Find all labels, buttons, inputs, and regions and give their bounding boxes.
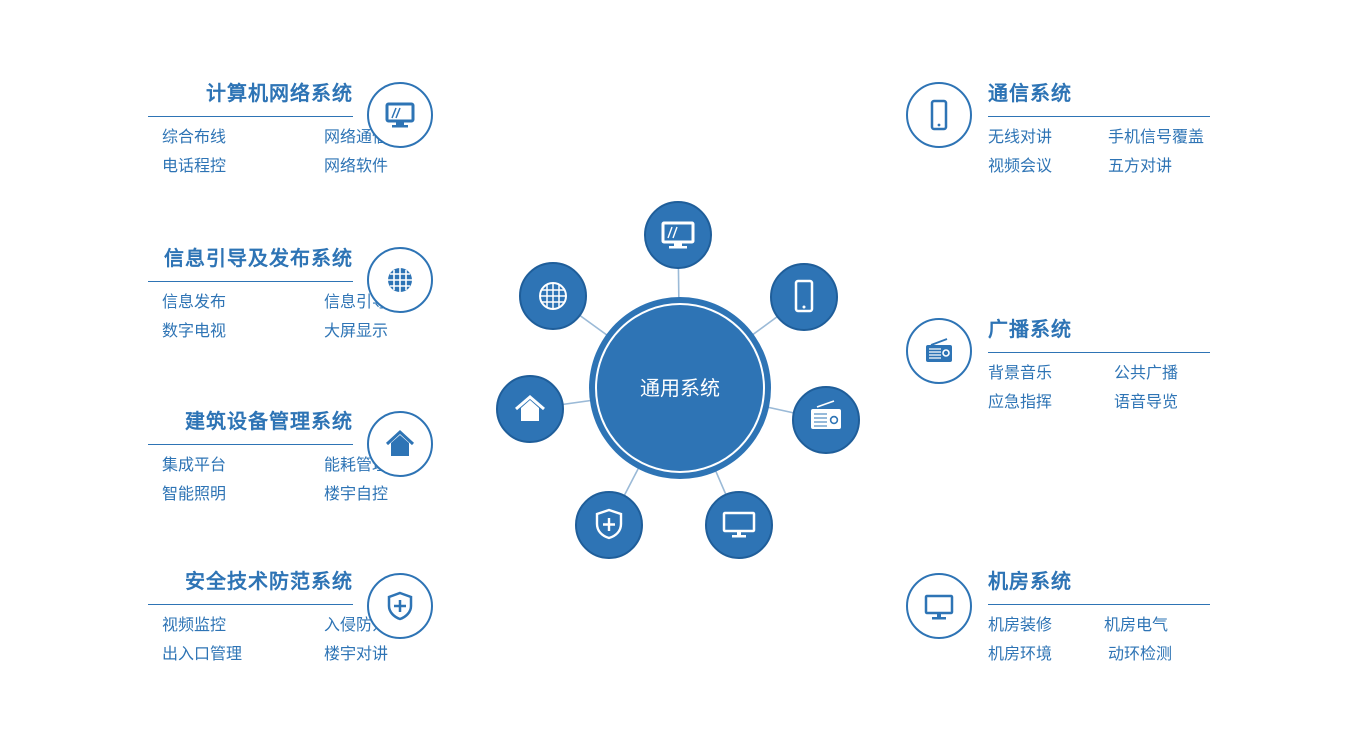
panel-broadcast: 广播系统 背景音乐 公共广播 应急指挥 语音导览 bbox=[988, 316, 1258, 412]
divider bbox=[148, 444, 353, 445]
panel-item: 综合布线 bbox=[162, 127, 227, 146]
panel-item: 背景音乐 bbox=[988, 363, 1053, 382]
panel-title: 安全技术防范系统 bbox=[185, 569, 353, 593]
panel-item: 大屏显示 bbox=[323, 321, 388, 340]
panel-item: 数字电视 bbox=[162, 321, 227, 340]
panel-building-equipment: 建筑设备管理系统 集成平台 能耗管理 智能照明 楼宇自控 bbox=[148, 408, 418, 504]
house-icon bbox=[367, 411, 433, 477]
panel-item: 手机信号覆盖 bbox=[1108, 127, 1205, 146]
panel-item: 机房装修 bbox=[988, 615, 1053, 634]
panel-item: 机房环境 bbox=[988, 644, 1053, 663]
globe-icon bbox=[367, 247, 433, 313]
shield-icon bbox=[367, 573, 433, 639]
divider bbox=[988, 116, 1210, 117]
panel-title: 广播系统 bbox=[988, 317, 1072, 341]
divider bbox=[988, 604, 1210, 605]
panel-title: 信息引导及发布系统 bbox=[164, 246, 353, 270]
panel-item: 信息发布 bbox=[162, 292, 227, 311]
panel-communication: 通信系统 无线对讲 手机信号覆盖 视频会议 五方对讲 bbox=[988, 80, 1258, 176]
monitor-icon bbox=[644, 201, 712, 269]
panel-machine-room: 机房系统 机房装修 机房电气 机房环境 动环检测 bbox=[988, 568, 1258, 664]
panel-title: 建筑设备管理系统 bbox=[185, 409, 353, 433]
panel-item: 智能照明 bbox=[162, 484, 227, 503]
panel-security: 安全技术防范系统 视频监控 入侵防范 出入口管理 楼宇对讲 bbox=[148, 568, 418, 664]
panel-info-publish: 信息引导及发布系统 信息发布 信息引导 数字电视 大屏显示 bbox=[148, 245, 418, 341]
display-icon bbox=[906, 573, 972, 639]
house-icon bbox=[496, 375, 564, 443]
panel-item: 视频会议 bbox=[988, 156, 1053, 175]
phone-icon bbox=[906, 82, 972, 148]
radio-icon bbox=[906, 318, 972, 384]
panel-item: 动环检测 bbox=[1108, 644, 1173, 663]
panel-title: 机房系统 bbox=[988, 569, 1072, 593]
panel-item: 电话程控 bbox=[162, 156, 227, 175]
globe-icon bbox=[519, 262, 587, 330]
panel-item: 应急指挥 bbox=[988, 392, 1053, 411]
monitor-icon bbox=[367, 82, 433, 148]
panel-item: 楼宇对讲 bbox=[323, 644, 388, 663]
panel-item: 出入口管理 bbox=[162, 644, 243, 663]
panel-item: 公共广播 bbox=[1114, 363, 1179, 382]
panel-title: 通信系统 bbox=[988, 81, 1072, 105]
panel-item: 视频监控 bbox=[162, 615, 227, 634]
divider bbox=[988, 352, 1210, 353]
hub-label: 通用系统 bbox=[640, 376, 720, 400]
panel-computer-network: 计算机网络系统 综合布线 网络通信 电话程控 网络软件 bbox=[148, 80, 418, 176]
panel-item: 语音导览 bbox=[1114, 392, 1179, 411]
panel-item: 机房电气 bbox=[1104, 615, 1169, 634]
panel-title: 计算机网络系统 bbox=[206, 81, 353, 105]
hub-inner-ring bbox=[595, 303, 765, 473]
divider bbox=[148, 604, 353, 605]
divider bbox=[148, 116, 353, 117]
panel-item: 楼宇自控 bbox=[323, 484, 388, 503]
shield-icon bbox=[575, 491, 643, 559]
panel-item: 集成平台 bbox=[162, 455, 227, 474]
panel-item: 网络软件 bbox=[323, 156, 388, 175]
display-icon bbox=[705, 491, 773, 559]
divider bbox=[148, 281, 353, 282]
radio-icon bbox=[792, 386, 860, 454]
phone-icon bbox=[770, 263, 838, 331]
hub-diagram: 通用系统 bbox=[496, 201, 860, 559]
panel-item: 无线对讲 bbox=[988, 127, 1053, 146]
panel-item: 五方对讲 bbox=[1108, 156, 1173, 175]
